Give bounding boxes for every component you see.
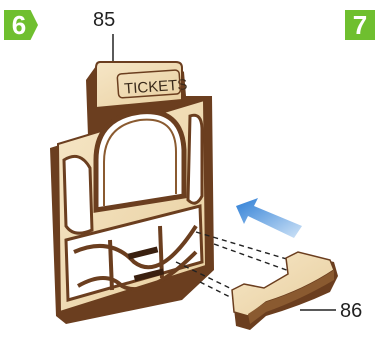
arrow-icon [236,198,302,238]
base-part [232,252,338,330]
ticket-frame-part [50,62,214,324]
part-number-86: 86 [340,300,362,323]
part-number-85: 85 [93,9,115,32]
